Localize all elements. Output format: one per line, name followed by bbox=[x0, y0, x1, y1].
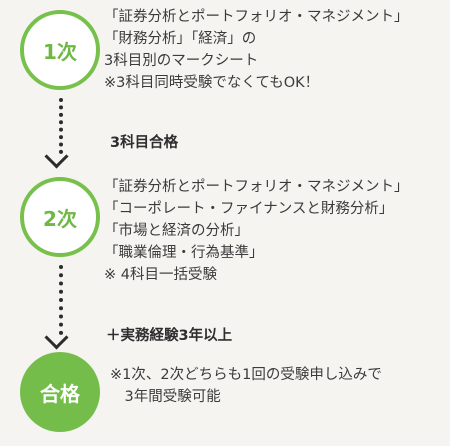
down-arrow-icon bbox=[44, 144, 69, 169]
step-2-line-3: 「市場と経済の分析」 bbox=[104, 223, 249, 239]
connector-dotted-line-1 bbox=[59, 98, 63, 154]
transition-note-2: ＋実務経験3年以上 bbox=[106, 328, 233, 344]
passed-badge-label: 合格 bbox=[40, 381, 80, 406]
passed-line-2: 3年間受験可能 bbox=[110, 389, 221, 405]
step-2-line-4: 「職業倫理・行為基準」 bbox=[104, 245, 264, 261]
step-1-line-1: 「証券分析とポートフォリオ・マネジメント」 bbox=[104, 9, 409, 25]
down-arrow-icon bbox=[44, 325, 69, 350]
passed-description: ※1次、2次どちらも1回の受験申し込みで 3年間受験可能 bbox=[110, 364, 382, 408]
passed-line-1: ※1次、2次どちらも1回の受験申し込みで bbox=[110, 367, 382, 383]
step-2-description: 「証券分析とポートフォリオ・マネジメント」 「コーポレート・ファイナンスと財務分… bbox=[104, 176, 409, 286]
step-2-line-5: ※ 4科目一括受験 bbox=[104, 267, 217, 283]
connector-dotted-line-2 bbox=[59, 265, 63, 335]
step-2-line-1: 「証券分析とポートフォリオ・マネジメント」 bbox=[104, 179, 409, 195]
step-1-line-4: ※3科目同時受験でなくてもOK！ bbox=[104, 75, 320, 91]
step-1-badge: 1次 bbox=[20, 10, 100, 90]
passed-badge: 合格 bbox=[20, 352, 100, 432]
step-1-description: 「証券分析とポートフォリオ・マネジメント」 「財務分析」「経済」の 3科目別のマ… bbox=[104, 6, 409, 94]
step-1-badge-label: 1次 bbox=[43, 39, 77, 64]
step-1-line-2: 「財務分析」「経済」の bbox=[104, 31, 257, 47]
step-2-line-2: 「コーポレート・ファイナンスと財務分析」 bbox=[104, 201, 394, 217]
step-2-badge-label: 2次 bbox=[43, 206, 77, 231]
step-1-line-3: 3科目別のマークシート bbox=[104, 53, 259, 69]
step-2-badge: 2次 bbox=[20, 177, 100, 257]
transition-note-1: 3科目合格 bbox=[110, 135, 179, 151]
